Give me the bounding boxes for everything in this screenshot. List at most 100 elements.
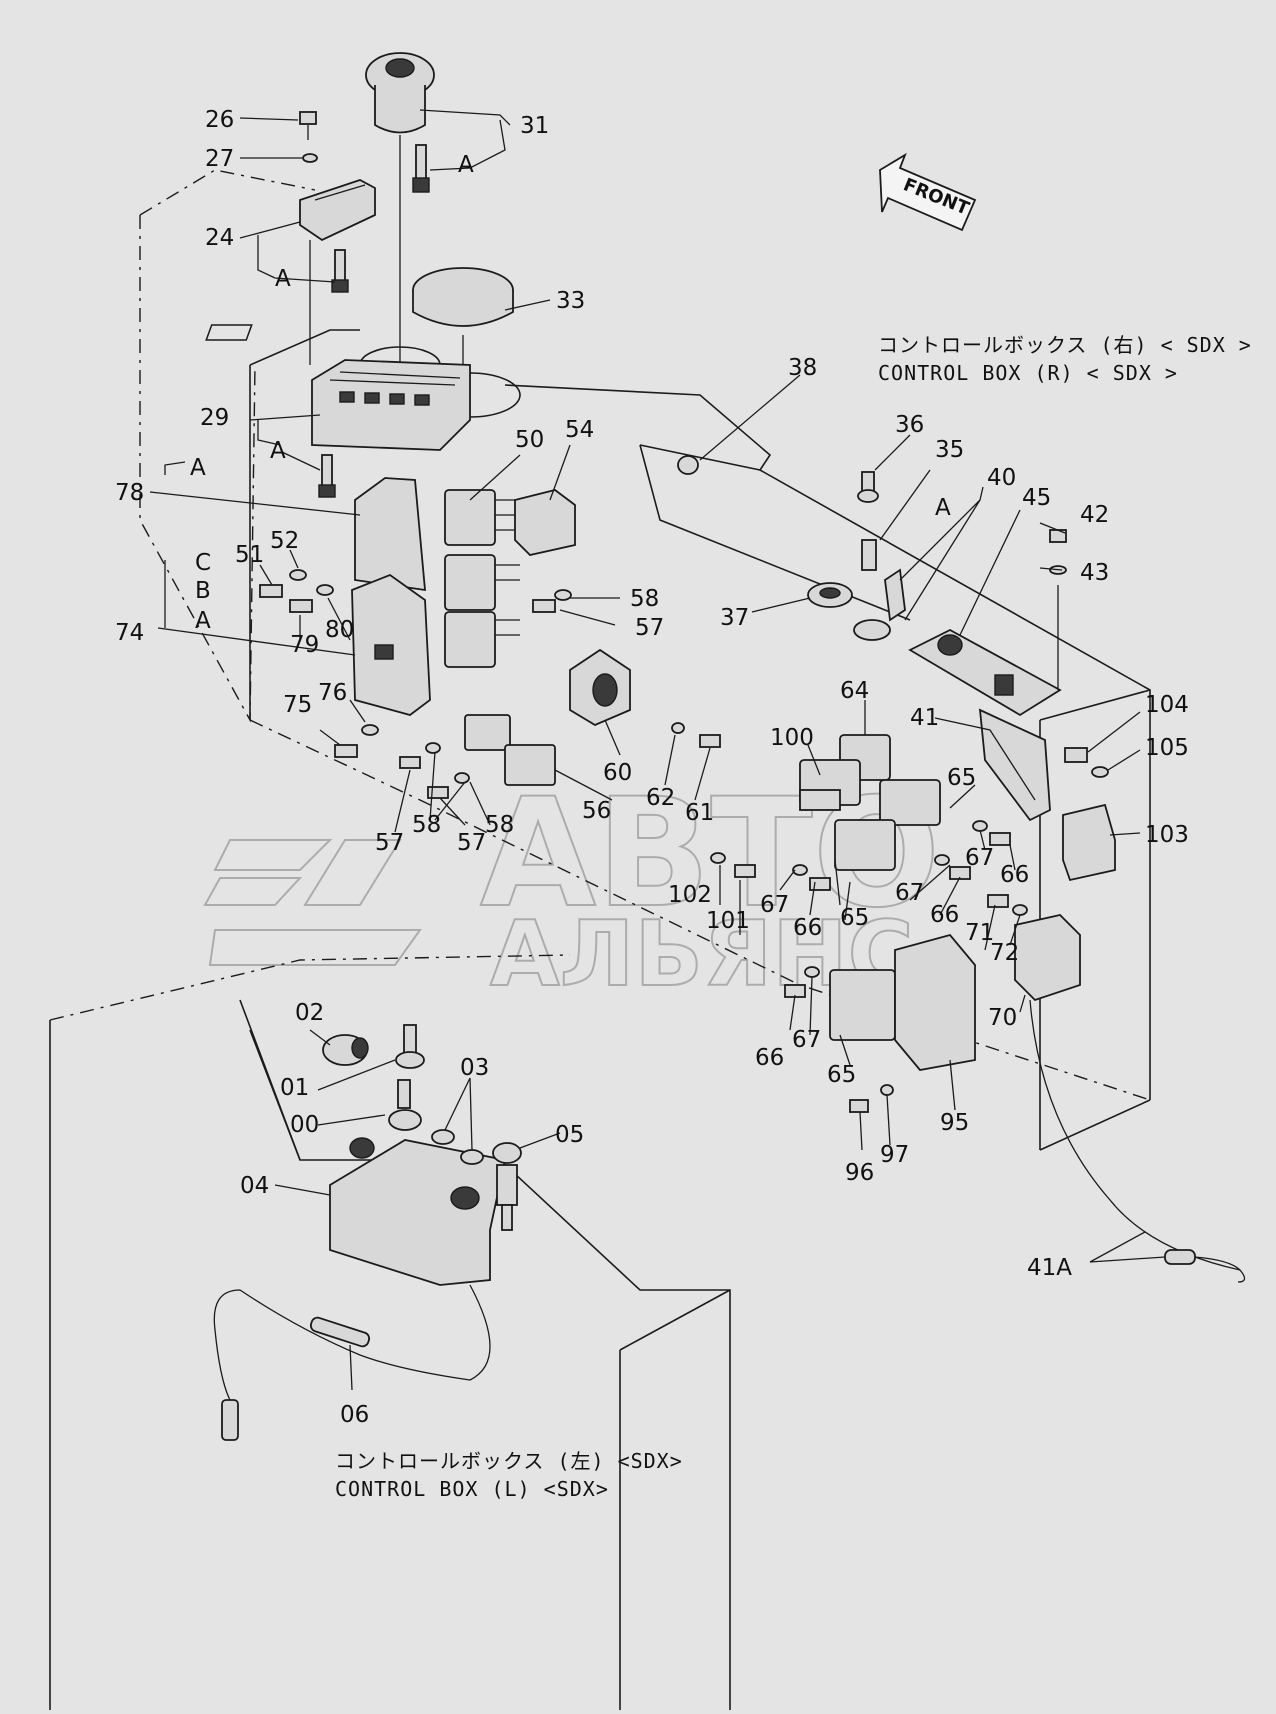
part-70-relay	[1014, 914, 1241, 1271]
callout-A: A	[195, 608, 211, 634]
screws-51-80	[259, 569, 572, 758]
callout-36: 36	[895, 412, 924, 438]
callout-67: 67	[792, 1027, 821, 1053]
callout-50: 50	[515, 427, 544, 453]
part-41A-cable-end	[1164, 1249, 1246, 1283]
callout-66: 66	[930, 902, 959, 928]
callout-96: 96	[845, 1160, 874, 1186]
callout-41: 41	[910, 705, 939, 731]
part-04-switch-panel	[329, 1137, 507, 1286]
part-74-controller	[351, 573, 431, 716]
callout-103: 103	[1145, 822, 1189, 848]
screws-104-105	[1064, 747, 1109, 778]
callout-75: 75	[283, 692, 312, 718]
part-02-lamp	[322, 1034, 369, 1066]
callout-65: 65	[827, 1062, 856, 1088]
caption-right-en: CONTROL BOX (R) < SDX >	[878, 361, 1178, 385]
part-26-screw	[299, 111, 317, 140]
callout-A: A	[275, 266, 291, 292]
callout-37: 37	[720, 605, 749, 631]
callout-A: A	[270, 438, 286, 464]
callout-101: 101	[706, 908, 750, 934]
callout-51: 51	[235, 542, 264, 568]
callout-80: 80	[325, 617, 354, 643]
callout-52: 52	[270, 528, 299, 554]
callout-100: 100	[770, 725, 814, 751]
bolt-A-3	[318, 454, 336, 498]
part-24-indicator	[299, 179, 376, 242]
callout-02: 02	[295, 1000, 324, 1026]
callout-57: 57	[375, 830, 404, 856]
part-36-toggle	[857, 471, 879, 503]
control-box-right-outline	[139, 169, 1151, 1151]
caption-right-jp: コントロールボックス (右) < SDX >	[878, 333, 1252, 357]
part-35-switch	[853, 539, 906, 641]
callout-57: 57	[635, 615, 664, 641]
callout-06: 06	[340, 1402, 369, 1428]
bolt-A-2	[331, 249, 349, 293]
callout-74: 74	[115, 620, 144, 646]
callout-00: 00	[290, 1112, 319, 1138]
callout-66: 66	[1000, 862, 1029, 888]
callout-67: 67	[965, 845, 994, 871]
callout-67: 67	[760, 892, 789, 918]
relays-65-95	[829, 933, 976, 1071]
callout-58: 58	[412, 812, 441, 838]
part-38-grommet	[677, 455, 699, 475]
callout-38: 38	[788, 355, 817, 381]
callout-29: 29	[200, 405, 229, 431]
callout-65: 65	[947, 765, 976, 791]
callout-66: 66	[755, 1045, 784, 1071]
callout-04: 04	[240, 1173, 269, 1199]
part-01-toggle	[395, 1024, 425, 1069]
callout-67: 67	[895, 880, 924, 906]
part-29-gauge-panel	[311, 359, 471, 451]
callout-70: 70	[988, 1005, 1017, 1031]
callout-A: A	[935, 495, 951, 521]
callout-01: 01	[280, 1075, 309, 1101]
callout-66: 66	[793, 915, 822, 941]
callout-40: 40	[987, 465, 1016, 491]
relays-50	[444, 489, 520, 668]
caption-left-en: CONTROL BOX (L) <SDX>	[335, 1477, 609, 1501]
leader-lines	[149, 109, 1166, 1391]
control-box-left-outline	[49, 954, 731, 1710]
part-33-cap	[412, 267, 514, 327]
callout-58: 58	[485, 812, 514, 838]
callout-58: 58	[630, 586, 659, 612]
part-03-grommets	[431, 1129, 484, 1165]
callout-27: 27	[205, 146, 234, 172]
callout-41A: 41A	[1027, 1255, 1072, 1281]
part-00-toggle	[388, 1079, 422, 1131]
callout-104: 104	[1145, 692, 1189, 718]
captions: コントロールボックス (右) < SDX > CONTROL BOX (R) <…	[335, 333, 1252, 1501]
callout-79: 79	[290, 632, 319, 658]
part-78-bracket	[354, 477, 426, 592]
part-37-grommet	[807, 582, 853, 608]
part-06-cable	[213, 1284, 491, 1441]
caption-left-jp: コントロールボックス (左) <SDX>	[335, 1449, 683, 1473]
part-60-buzzer	[569, 648, 631, 727]
callout-105: 105	[1145, 735, 1189, 761]
callout-labels: 26 27 24 A 31 A 33 29 A 78 A 50 54 38 C …	[115, 107, 1189, 1428]
part-05-lighter	[492, 1142, 522, 1231]
screws-42-43	[1049, 529, 1067, 690]
callout-64: 64	[840, 678, 869, 704]
part-45-throttle-plate	[908, 628, 1062, 717]
screws-61-62	[671, 722, 721, 748]
bolt-A-1	[412, 144, 430, 193]
callout-60: 60	[603, 760, 632, 786]
callout-54: 54	[565, 417, 594, 443]
part-54-relay	[514, 489, 576, 556]
callout-35: 35	[935, 437, 964, 463]
callout-24: 24	[205, 225, 234, 251]
part-103-relay	[1062, 803, 1116, 882]
callout-B: B	[195, 578, 211, 604]
callout-72: 72	[990, 940, 1019, 966]
callout-42: 42	[1080, 502, 1109, 528]
callout-05: 05	[555, 1122, 584, 1148]
relays-56-57	[399, 714, 556, 799]
callout-45: 45	[1022, 485, 1051, 511]
